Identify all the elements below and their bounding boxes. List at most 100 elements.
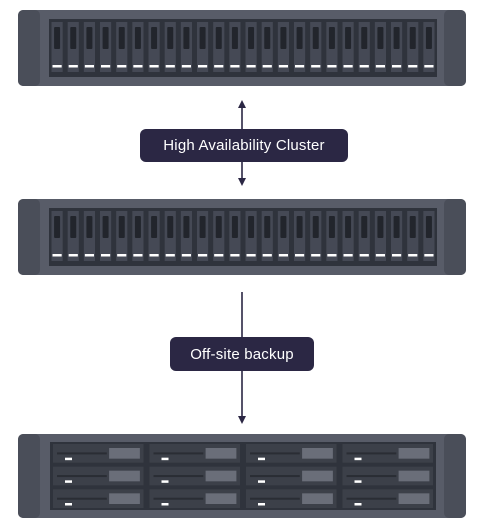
drive-handle (377, 27, 384, 49)
drive-handle (215, 216, 222, 238)
drive-led (65, 503, 72, 506)
drive-led (149, 65, 159, 68)
drive-handle (312, 216, 319, 238)
drive-led (295, 65, 305, 68)
drive-handle (361, 27, 368, 49)
drive-groove (57, 497, 107, 500)
drive-handle (296, 27, 303, 49)
drive-label-plate (302, 493, 333, 504)
secondary-storage-server (18, 199, 466, 275)
drive-led (327, 254, 337, 257)
drive-groove (153, 475, 204, 478)
drive-led (359, 65, 369, 68)
drive-handle (409, 27, 416, 49)
drive-led (84, 254, 94, 257)
drive-handle (296, 216, 303, 238)
drive-led (230, 254, 240, 257)
drive-led (181, 254, 191, 257)
drive-handle (425, 216, 432, 238)
drive-handle (215, 27, 222, 49)
drive-handle (312, 27, 319, 49)
drive-led (354, 503, 362, 506)
drive-groove (250, 497, 300, 500)
drive-handle (134, 216, 141, 238)
drive-handle (102, 27, 109, 49)
drive-handle (199, 216, 206, 238)
drive-label-plate (302, 470, 333, 482)
drive-led (311, 65, 321, 68)
drive-led (198, 65, 208, 68)
drive-led (278, 254, 288, 257)
drive-led (424, 254, 434, 257)
drive-groove (346, 452, 397, 455)
drive-cage (49, 19, 437, 77)
drive-led (165, 254, 175, 257)
drive-led (52, 254, 62, 257)
drive-led (133, 254, 143, 257)
drive-label-plate (398, 448, 430, 459)
drive-handle (70, 216, 77, 238)
drive-handle (86, 216, 93, 238)
rack-ear-left (18, 10, 40, 86)
drive-led (214, 254, 224, 257)
drive-led (101, 65, 111, 68)
drive-led (262, 254, 272, 257)
rack-ear-left (18, 199, 40, 275)
drive-handle (264, 27, 271, 49)
drive-handle (361, 216, 368, 238)
drive-handle (328, 216, 335, 238)
drive-handle (183, 27, 190, 49)
drive-led (408, 65, 418, 68)
drive-handle (54, 27, 61, 49)
drive-groove (250, 475, 300, 478)
drive-groove (346, 497, 397, 500)
drive-handle (118, 216, 125, 238)
drive-led (181, 65, 191, 68)
drive-led (343, 254, 353, 257)
drive-led (52, 65, 62, 68)
drive-handle (54, 216, 61, 238)
drive-handle (345, 27, 352, 49)
rack-ear-right (444, 10, 466, 86)
rack-ear-right (444, 199, 466, 275)
drive-groove (250, 452, 300, 455)
backup-storage-server (18, 434, 466, 518)
drive-label-plate (109, 493, 140, 504)
drive-led (354, 457, 362, 461)
drive-led (101, 254, 111, 257)
drive-led (65, 480, 72, 483)
drive-label-plate (205, 493, 237, 504)
rack-ear-left (18, 434, 40, 518)
drive-cage (49, 208, 437, 266)
drive-handle (248, 216, 255, 238)
drive-led (262, 65, 272, 68)
drive-led (161, 480, 169, 483)
drive-label-plate (205, 448, 237, 459)
drive-groove (57, 475, 107, 478)
drive-led (354, 480, 362, 483)
offsite-backup-label: Off-site backup (170, 337, 314, 371)
drive-led (133, 65, 143, 68)
drive-led (246, 254, 256, 257)
rack-ear-right (444, 434, 466, 518)
drive-handle (86, 27, 93, 49)
drive-led (278, 65, 288, 68)
drive-label-plate (109, 470, 140, 482)
drive-handle (280, 27, 287, 49)
drive-handle (264, 216, 271, 238)
drive-label-plate (398, 493, 430, 504)
drive-led (117, 254, 127, 257)
drive-handle (377, 216, 384, 238)
drive-led (65, 457, 72, 461)
drive-led (161, 503, 169, 506)
drive-led (343, 65, 353, 68)
drive-led (68, 254, 78, 257)
drive-led (214, 65, 224, 68)
drive-handle (102, 216, 109, 238)
drive-led (359, 254, 369, 257)
drive-led (375, 65, 385, 68)
drive-handle (409, 216, 416, 238)
drive-led (246, 65, 256, 68)
drive-handle (183, 216, 190, 238)
